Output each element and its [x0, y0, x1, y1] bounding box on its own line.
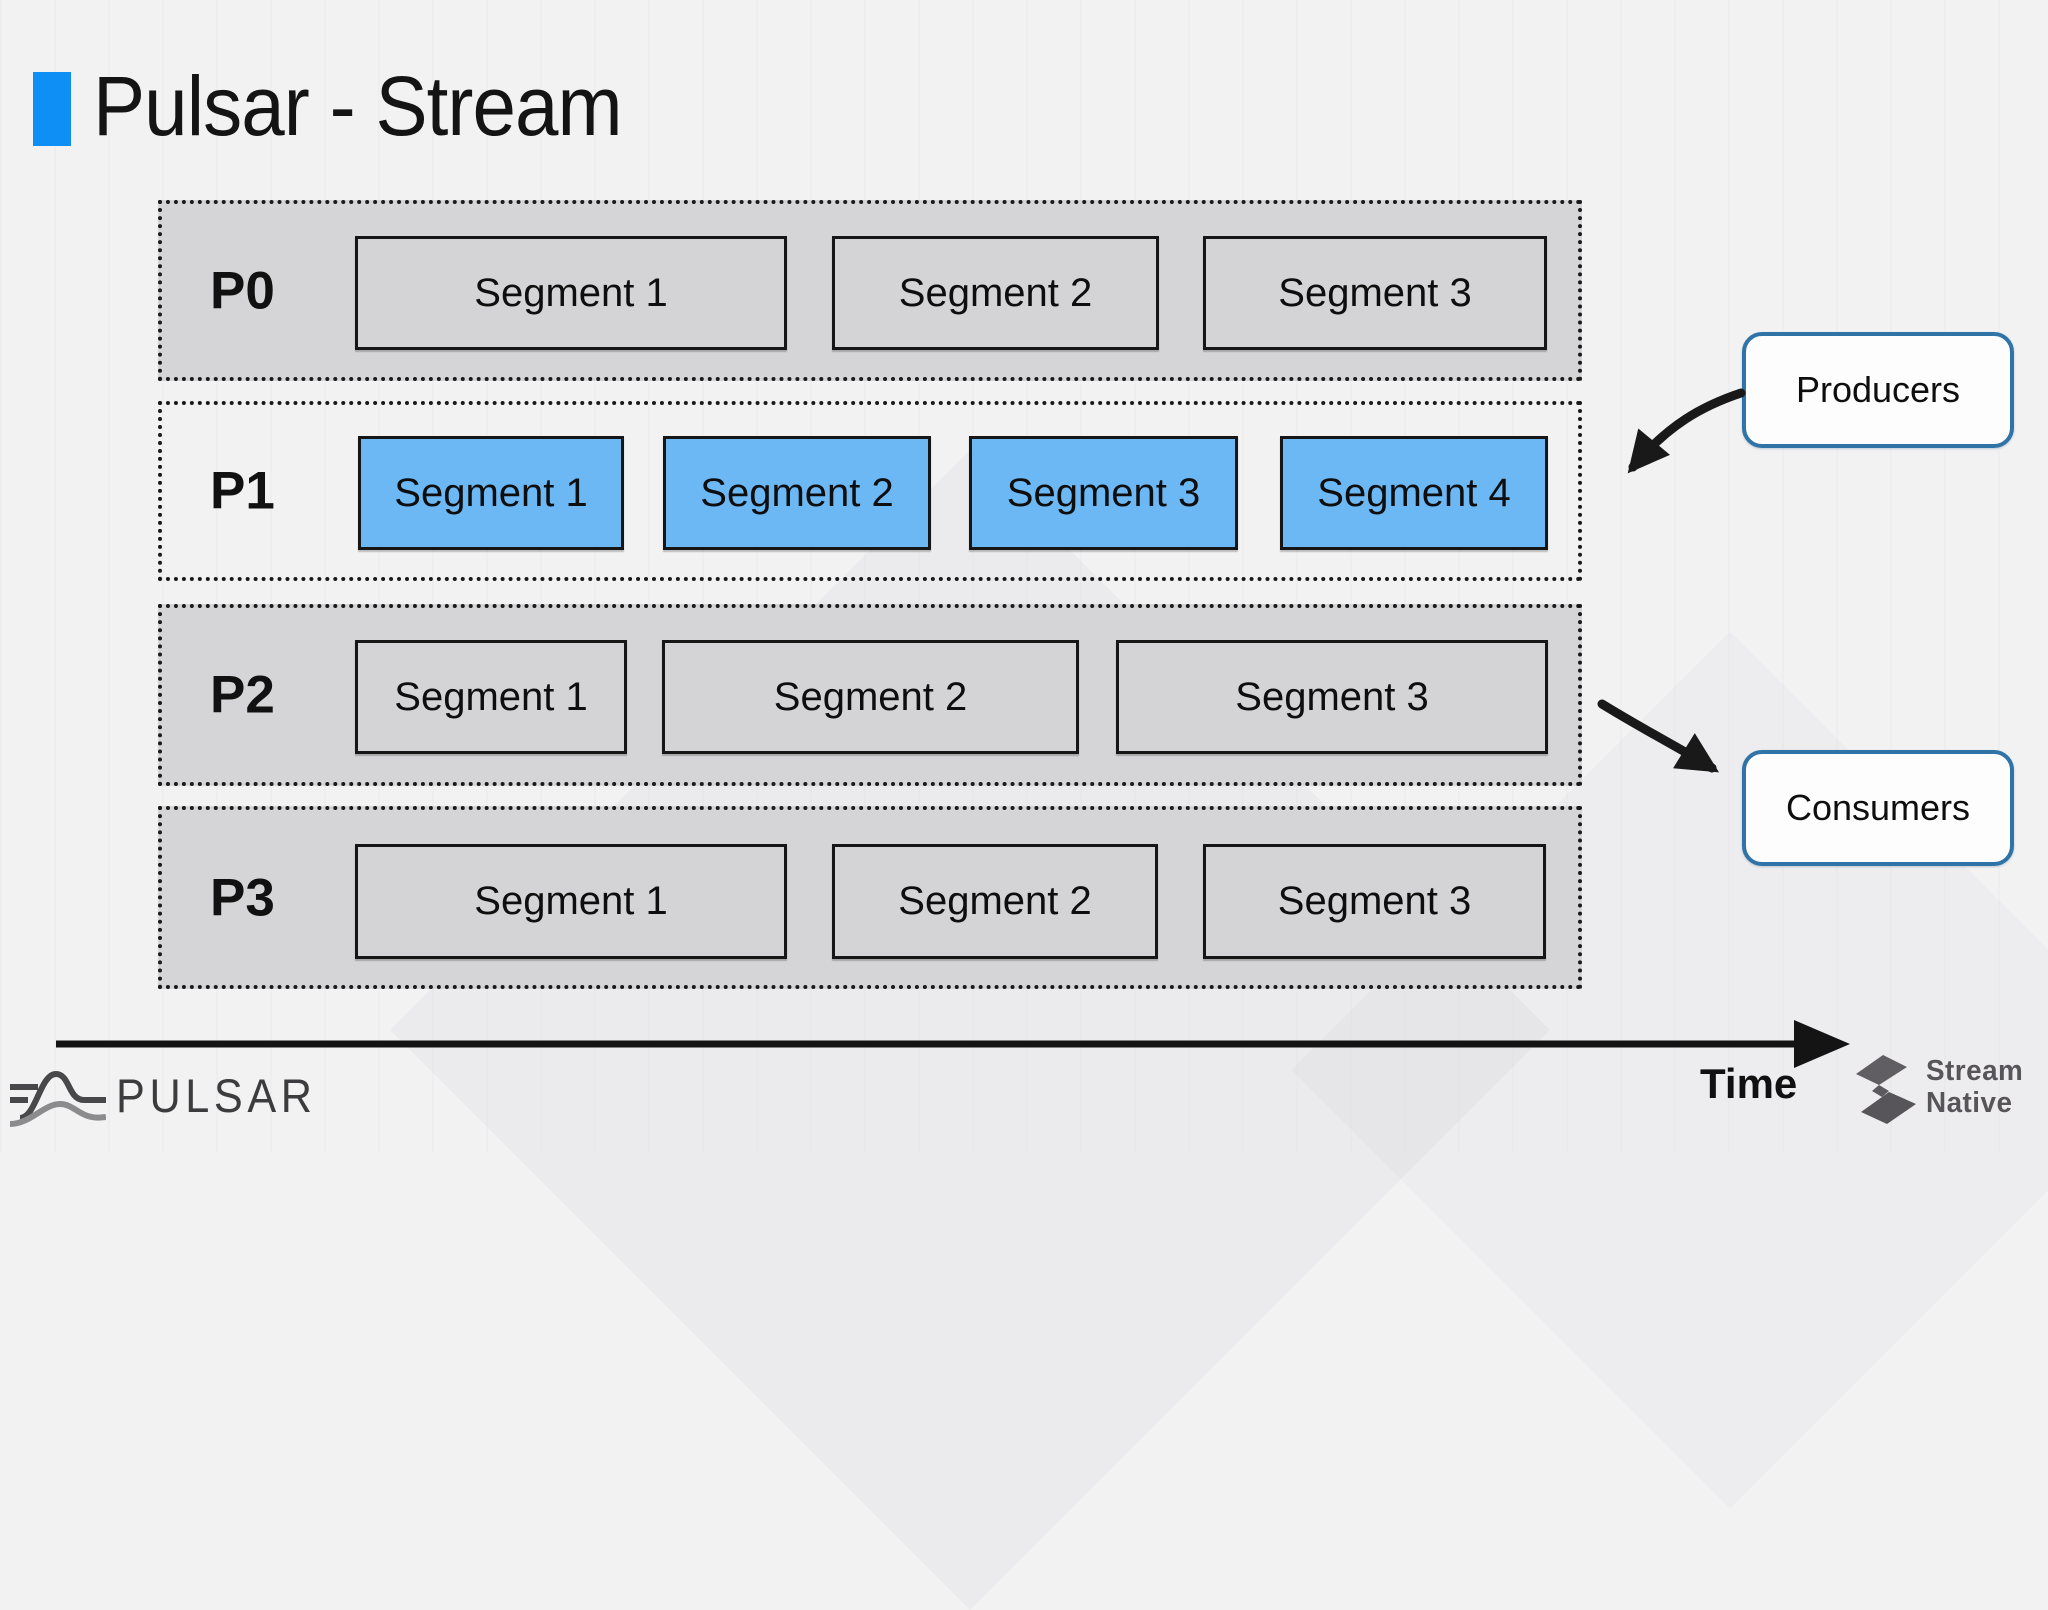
- partition-label: P2: [210, 665, 275, 725]
- producers-arrow: [1627, 388, 1746, 474]
- partition-label: P1: [210, 461, 275, 521]
- segment-box: Segment 1: [355, 640, 627, 754]
- time-axis-arrowhead-icon: [1794, 1020, 1850, 1068]
- streamnative-word-native: Native: [1926, 1087, 2013, 1119]
- partition-row-p2: P2 Segment 1 Segment 2 Segment 3: [158, 604, 1582, 786]
- segment-box: Segment 1: [355, 236, 787, 350]
- consumers-arrow: [1597, 699, 1720, 773]
- partition-row-p0: P0 Segment 1 Segment 2 Segment 3: [158, 200, 1582, 381]
- partition-row-p1: P1 Segment 1 Segment 2 Segment 3 Segment…: [158, 401, 1582, 581]
- time-label: Time: [1700, 1060, 1798, 1107]
- slide-canvas: Pulsar - Stream P0 Segment 1 Segment 2 S…: [0, 0, 2048, 1152]
- page-title: Pulsar - Stream: [93, 59, 623, 153]
- segment-box: Segment 3: [1116, 640, 1548, 754]
- partition-row-p3: P3 Segment 1 Segment 2 Segment 3: [158, 806, 1582, 989]
- segment-box-highlighted: Segment 4: [1280, 436, 1548, 550]
- streamnative-logo: Stream Native: [1852, 1048, 2027, 1126]
- partition-label: P3: [210, 868, 275, 927]
- pulsar-wordmark: PULSAR: [116, 1068, 317, 1122]
- title-accent-bar: [33, 72, 71, 146]
- streamnative-wordmark: Stream Native: [1926, 1055, 2027, 1120]
- segment-box-highlighted: Segment 2: [663, 436, 931, 550]
- pulsar-wave-icon: [10, 1070, 106, 1127]
- consumers-box: Consumers: [1742, 750, 2014, 866]
- producers-box: Producers: [1742, 332, 2014, 448]
- segment-box-highlighted: Segment 3: [969, 436, 1238, 550]
- segment-box: Segment 2: [832, 236, 1159, 350]
- streamnative-mark-icon: [1856, 1055, 1916, 1124]
- partition-label: P0: [210, 261, 275, 320]
- streamnative-word-stream: Stream: [1926, 1054, 2024, 1087]
- segment-box: Segment 3: [1203, 844, 1546, 959]
- slide-header: Pulsar - Stream: [33, 64, 662, 148]
- segment-box-highlighted: Segment 1: [358, 436, 624, 550]
- pulsar-logo: PULSAR: [10, 1062, 334, 1128]
- segment-box: Segment 1: [355, 844, 787, 959]
- segment-box: Segment 2: [832, 844, 1158, 959]
- segment-box: Segment 2: [662, 640, 1079, 754]
- segment-box: Segment 3: [1203, 236, 1547, 350]
